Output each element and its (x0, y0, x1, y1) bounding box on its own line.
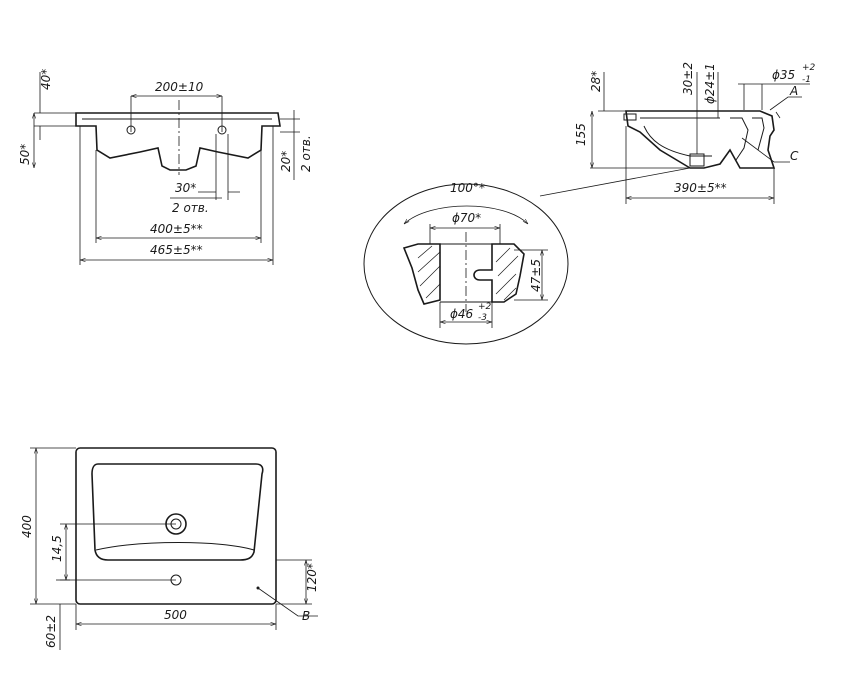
front-dim-inner-width: 400±5** (150, 222, 203, 236)
detail-view: 100°* ϕ70* 47±5 ϕ46 +2 -3 (363, 167, 691, 345)
detail-leader-line (539, 167, 691, 197)
front-view: 200±10 40* 50* 20* 2 отв. 30* 2 отв. 400… (18, 69, 313, 265)
detail-dim-height: 47±5 (529, 259, 543, 292)
front-thickness-ext-lines (34, 112, 76, 127)
front-dim-thickness: 40* (39, 69, 53, 90)
plan-bowl-front-edge (95, 542, 255, 551)
front-dim-outer-width: 465±5** (150, 243, 203, 257)
detail-boundary (363, 183, 569, 345)
detail-dim-bottom-tol-lower: -3 (478, 313, 487, 323)
front-dim-height: 50* (18, 144, 32, 165)
front-holediam-ext-lines (215, 134, 229, 200)
detail-hatch-left (417, 245, 441, 299)
detail-dim-angle-arc (404, 205, 528, 224)
detail-bore-lines (440, 243, 492, 303)
detail-section-left (402, 243, 441, 305)
detail-dim-bottom-diameter: ϕ46 (450, 307, 474, 321)
front-outer-ext-lines (79, 126, 274, 265)
side-dim-depth: 155 (574, 123, 588, 146)
side-dim-overflow-diameter: ϕ35 (772, 68, 795, 82)
side-siphon-detail (730, 117, 765, 161)
side-overflow-slot (623, 113, 637, 121)
detail-dim-bottom-tol-upper: +2 (478, 302, 492, 312)
side-dim-drain-offset: 30±2 (681, 62, 695, 95)
plan-dim-drain-offset: 14,5 (50, 535, 64, 562)
plan-dim-edge-offset: 60±2 (44, 615, 58, 648)
side-label-a: A (789, 84, 798, 98)
side-dim-overflow-tol-lower: -1 (802, 75, 811, 85)
side-basin-inner (640, 117, 720, 157)
detail-dim-angle: 100°* (450, 181, 485, 195)
detail-section-right (473, 243, 525, 303)
side-label-c: C (790, 149, 799, 163)
plan-bowl-outline (91, 463, 264, 561)
plan-depth-ext-lines (30, 447, 76, 605)
plan-dim-hole-offset: 120* (305, 563, 319, 592)
front-dim-hole-spacing: 200±10 (155, 80, 204, 94)
side-leader-a (769, 96, 802, 111)
side-dim-overflow-tol-upper: +2 (802, 63, 816, 73)
front-dim-holes-count-right: 2 отв. (299, 135, 313, 172)
side-dim-drain-diameter: ϕ24±1 (703, 63, 717, 104)
detail-dim-top-diameter: ϕ70* (452, 211, 481, 225)
side-view: 28* 30±2 ϕ24±1 ϕ35 +2 -1 A 155 C 390±5** (574, 62, 816, 204)
plan-label-b: B (302, 609, 310, 623)
front-side-ext-lines (280, 118, 300, 133)
front-basin-outline (75, 112, 281, 171)
plan-view: 400 14,5 120* B 500 60±2 (20, 447, 319, 650)
plan-dim-width: 500 (164, 608, 187, 622)
side-dim-overflow-ext-lines (743, 84, 763, 110)
side-leader-c (741, 137, 790, 163)
detail-hatch-right (495, 247, 519, 301)
side-basin-outline (625, 110, 776, 169)
side-dim-top-offset: 28* (589, 71, 603, 92)
plan-drain-ext-lines (60, 523, 176, 581)
front-inner-ext-lines (95, 150, 262, 243)
side-dim-length: 390±5** (674, 181, 727, 195)
front-dim-hole-diameter: 30* (175, 181, 196, 195)
detail-top-ext-lines (429, 224, 501, 244)
side-leader-a-tip (775, 111, 781, 119)
plan-leader-b (257, 587, 318, 617)
front-dim-holes-count-bottom: 2 отв. (172, 201, 209, 215)
plan-dim-depth: 400 (20, 515, 34, 538)
front-hole-ext-lines (130, 96, 223, 132)
plan-outer-outline (75, 447, 277, 605)
front-dim-side: 20* (279, 151, 293, 172)
